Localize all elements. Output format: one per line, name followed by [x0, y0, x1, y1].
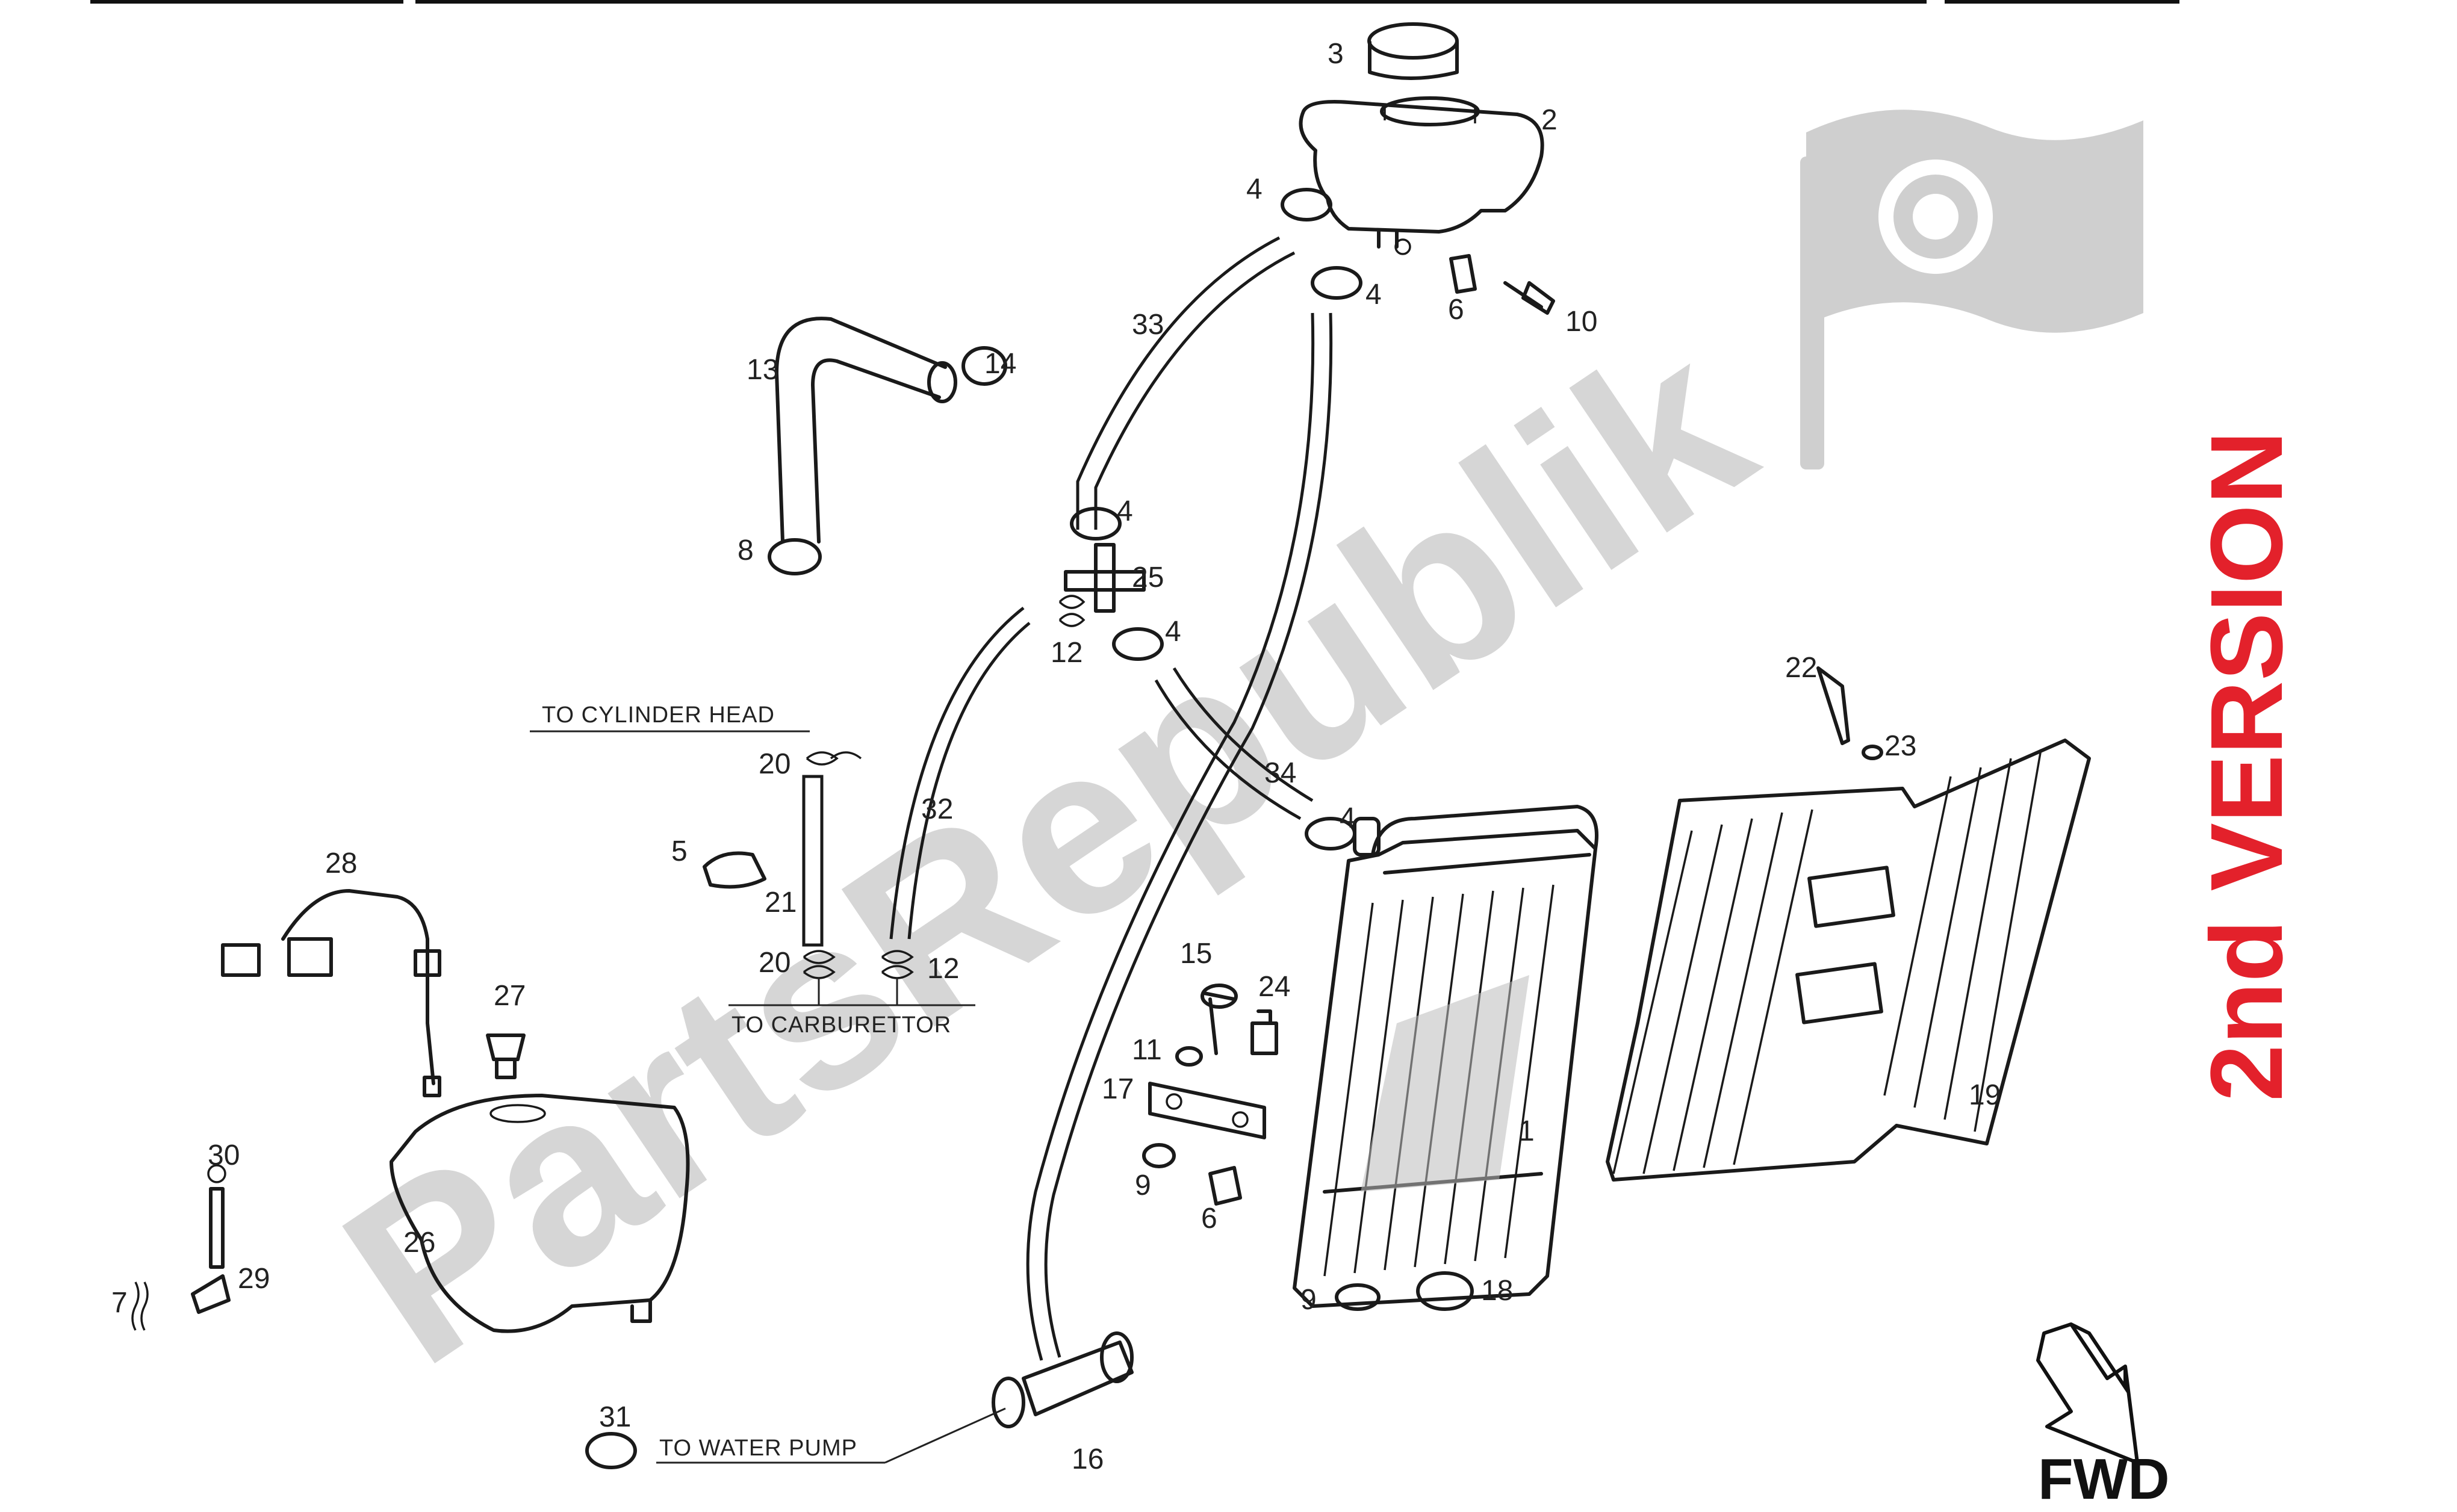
- arrow-down-right-icon: [2036, 1322, 2139, 1464]
- gear-flag-icon: [1800, 110, 2143, 469]
- part-number: 12: [1051, 637, 1083, 669]
- recovery-tank: [390, 1094, 690, 1333]
- hose-33: [1076, 236, 1281, 530]
- version-label: 2nd VERSION: [2190, 430, 2304, 1101]
- part-number: 28: [325, 847, 357, 879]
- radiator: [1293, 805, 1598, 1308]
- filler-cap: [1367, 22, 1459, 80]
- part-number: 1: [1518, 1115, 1535, 1147]
- expansion-tank: [1299, 96, 1544, 255]
- mounting-hardware: [1142, 254, 1883, 1206]
- part-number: 14: [984, 348, 1016, 380]
- part-number: 24: [1258, 971, 1290, 1003]
- part-number: 21: [765, 887, 797, 919]
- hose-21: [802, 775, 824, 947]
- part-number: 8: [738, 534, 754, 566]
- part-number: 9: [1300, 1284, 1317, 1316]
- part-number: 15: [1180, 938, 1212, 970]
- note-cylinder-head: TO CYLINDER HEAD: [542, 702, 775, 728]
- part-number: 22: [1785, 652, 1817, 684]
- part-number: 34: [1264, 757, 1296, 789]
- part-number: 31: [599, 1401, 631, 1433]
- part-number: 13: [747, 354, 778, 386]
- overflow-fitting: [191, 1164, 231, 1314]
- temperature-sensor: [221, 889, 441, 1097]
- part-number: 18: [1481, 1275, 1513, 1307]
- part-number: 4: [1246, 173, 1263, 205]
- cable-tie: [703, 851, 766, 889]
- hose-33-edge: [1094, 251, 1296, 530]
- hose-clamps: [585, 188, 1474, 1469]
- part-number: 9: [1135, 1170, 1151, 1201]
- radiator-grille: [1606, 739, 2091, 1182]
- elbow-hose: [775, 317, 957, 544]
- note-carburettor: TO CARBURETTOR: [732, 1012, 951, 1038]
- part-number: 30: [208, 1139, 240, 1171]
- part-number: 29: [238, 1263, 270, 1295]
- grommet: [1335, 1283, 1381, 1311]
- note-water-pump: TO WATER PUMP: [659, 1436, 857, 1461]
- part-number: 27: [494, 980, 526, 1012]
- part-number: 3: [1328, 38, 1344, 70]
- hose-32-edge: [907, 622, 1031, 940]
- part-number: 23: [1884, 730, 1916, 762]
- part-number: 33: [1132, 309, 1164, 341]
- part-number: 32: [921, 793, 953, 825]
- part-number: 4: [1117, 495, 1133, 527]
- part-number: 7: [111, 1287, 128, 1319]
- fwd-label: FWD: [2038, 1447, 2170, 1511]
- part-number: 17: [1102, 1073, 1134, 1105]
- part-number: 4: [1165, 616, 1181, 648]
- annotation-lines: [530, 730, 1006, 1464]
- part-number: 20: [759, 947, 791, 979]
- part-number: 6: [1201, 1203, 1217, 1235]
- part-number: 6: [1448, 294, 1464, 326]
- part-number: 25: [1132, 562, 1164, 593]
- part-number: 20: [759, 748, 791, 780]
- part-number: 11: [1132, 1034, 1162, 1066]
- water-pump-hose: [992, 312, 1333, 1428]
- drain-plug: [486, 1033, 526, 1079]
- part-number: 4: [1340, 802, 1356, 834]
- part-number: 19: [1969, 1079, 2001, 1111]
- part-number: 10: [1565, 306, 1597, 338]
- hose-34: [1154, 679, 1302, 820]
- part-number: 2: [1541, 104, 1558, 136]
- part-number: 12: [927, 953, 959, 985]
- hose-32: [889, 607, 1025, 940]
- spring-clips: [131, 595, 1086, 1331]
- part-number: 5: [671, 835, 688, 867]
- part-number: 26: [403, 1227, 435, 1259]
- part-numbers: 1 2 3 4 4 4 4 4 5 6 6 7 8 9 9 10 11 12 1…: [111, 38, 2001, 1475]
- hose-34-edge: [1172, 667, 1314, 802]
- part-number: 16: [1072, 1443, 1104, 1475]
- tee-fitting: [1064, 543, 1146, 613]
- part-number: 4: [1365, 279, 1382, 311]
